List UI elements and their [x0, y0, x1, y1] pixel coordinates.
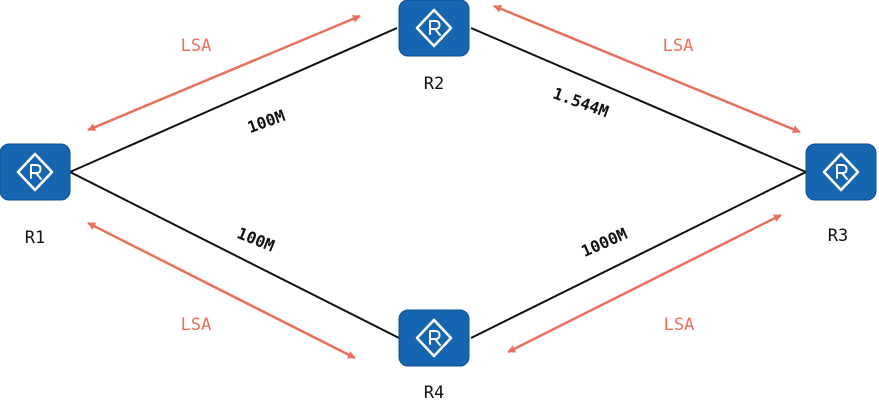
lsa-arrow-top-left [87, 14, 361, 132]
router-label-r3: R3 [828, 226, 848, 246]
lsa-label-top-right: LSA [663, 36, 694, 56]
bandwidth-label-r4-r3: 1000M [578, 224, 630, 261]
router-icon [397, 0, 471, 58]
router-icon [397, 308, 471, 368]
lsa-arrow-top-right [493, 4, 801, 134]
lsa-label-top-left: LSA [181, 36, 212, 56]
link-r2-r3 [470, 27, 807, 173]
router-label-r4: R4 [424, 383, 444, 403]
link-r1-r2 [69, 27, 398, 173]
lsa-label-bottom-right: LSA [664, 315, 695, 335]
router-r3[interactable]: R3 [804, 142, 878, 246]
lsa-label-bottom-left: LSA [181, 315, 212, 335]
lsa-arrow-bottom-left [87, 221, 356, 360]
link-r4-r3 [470, 171, 807, 339]
link-r1-r4 [69, 171, 400, 339]
router-icon [0, 142, 72, 202]
lsa-arrow-bottom-right [507, 213, 782, 354]
bandwidth-label-r1-r4: 100M [234, 223, 277, 255]
router-label-r2: R2 [424, 74, 444, 94]
bandwidth-label-r1-r2: 100M [245, 106, 288, 137]
bandwidth-label-r2-r3: 1.544M [550, 84, 611, 122]
router-r1[interactable]: R1 [0, 142, 72, 248]
router-icon [804, 142, 878, 202]
router-label-r1: R1 [25, 228, 45, 248]
router-r4[interactable]: R4 [397, 308, 471, 403]
router-r2[interactable]: R2 [397, 0, 471, 94]
